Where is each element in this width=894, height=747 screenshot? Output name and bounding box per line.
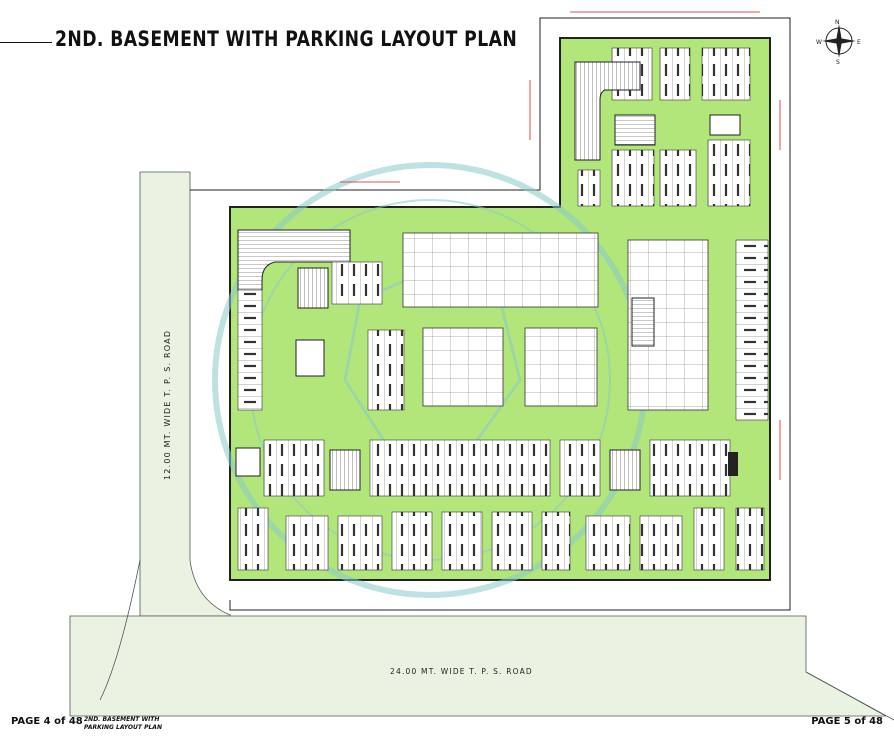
footer-title-block: 2ND. BASEMENT WITH PARKING LAYOUT PLAN xyxy=(84,716,164,742)
parking-block xyxy=(541,511,571,571)
site-boundary xyxy=(190,17,791,611)
compass-s: S xyxy=(836,59,840,64)
lift-core xyxy=(728,452,738,476)
west-road xyxy=(139,171,231,617)
title-rule xyxy=(0,42,52,43)
parking-block xyxy=(369,439,551,497)
stair-core xyxy=(609,449,641,491)
parking-block xyxy=(422,327,504,407)
stair-core xyxy=(297,267,329,309)
lift-core xyxy=(235,447,261,477)
parking-block xyxy=(577,169,601,207)
page-number-left: PAGE 4 of 48 xyxy=(11,716,83,727)
parking-block xyxy=(693,507,725,571)
parking-block xyxy=(707,139,751,207)
parking-block xyxy=(367,329,405,411)
parking-block xyxy=(402,232,599,308)
page-title: 2ND. BASEMENT WITH PARKING LAYOUT PLAN xyxy=(55,27,518,51)
parking-block xyxy=(285,515,329,571)
stair-core xyxy=(631,297,655,347)
dimension-marks xyxy=(340,11,781,480)
parking-block xyxy=(524,327,598,407)
parking-block xyxy=(649,439,731,497)
parking-block xyxy=(441,511,483,571)
compass-n: N xyxy=(835,19,840,26)
parking-block xyxy=(263,439,325,497)
compass-icon: N E S W xyxy=(816,19,861,64)
west-road-label: 12.00 MT. WIDE T. P. S. ROAD xyxy=(163,330,172,480)
parking-block xyxy=(735,239,769,421)
stair-core xyxy=(329,449,361,491)
compass-w: W xyxy=(816,39,822,46)
parking-block xyxy=(611,149,655,207)
south-road xyxy=(69,615,887,717)
footer-line-1: 2ND. BASEMENT WITH xyxy=(84,716,160,723)
parking-block xyxy=(659,47,691,101)
ramp xyxy=(574,61,641,161)
footer-line-2: PARKING LAYOUT PLAN xyxy=(84,724,162,731)
parking-block xyxy=(337,515,383,571)
parking-block xyxy=(559,439,601,497)
parking-block xyxy=(491,511,533,571)
parking-block xyxy=(237,289,263,411)
parking-block xyxy=(659,149,697,207)
lift-core xyxy=(295,339,325,377)
parking-block xyxy=(701,47,751,101)
lift-core xyxy=(709,114,741,136)
parking-block xyxy=(391,511,433,571)
parking-block xyxy=(331,261,383,305)
parking-block xyxy=(735,507,765,571)
south-road-label: 24.00 MT. WIDE T. P. S. ROAD xyxy=(390,667,533,676)
parking-block xyxy=(585,515,631,571)
parking-block xyxy=(639,515,683,571)
stair-core xyxy=(614,114,656,146)
parking-block xyxy=(237,507,269,571)
ramp xyxy=(237,229,351,291)
compass-e: E xyxy=(857,39,861,46)
page-number-right: PAGE 5 of 48 xyxy=(811,716,883,727)
